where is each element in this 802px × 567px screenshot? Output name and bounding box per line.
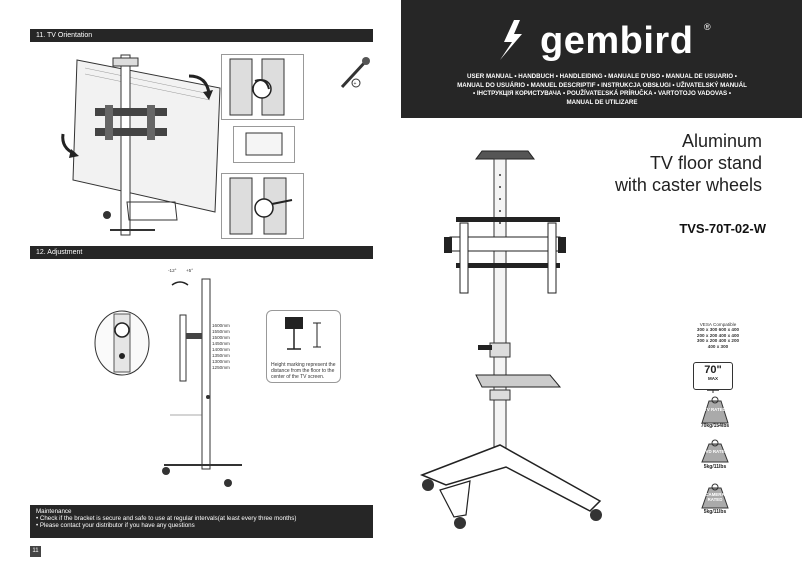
height-mark-3: 1500mm xyxy=(212,335,230,340)
tilt-angle-left: -12° xyxy=(168,268,177,273)
camera-weight-icon xyxy=(701,483,729,509)
manual-languages: USER MANUAL • HANDBUCH • HANDLEIDING • M… xyxy=(418,73,786,107)
product-title-line-2: TV floor stand xyxy=(649,153,762,173)
screen-size-badge: 70" MAX xyxy=(693,362,733,393)
section-12-title: 12. Adjustment xyxy=(36,249,83,256)
page-number: 11 xyxy=(30,546,41,557)
tv-stand-product-image xyxy=(419,150,602,529)
height-mark-5: 1400mm xyxy=(212,347,230,352)
screen-size-value: 70" xyxy=(704,364,722,376)
vesa-row-4: 400 x 300 xyxy=(707,343,729,349)
product-model: TVS-70T-02-W xyxy=(679,221,766,236)
dvd-rated-badge: DVD RATED xyxy=(702,449,728,454)
height-note-box: Height marking represent the distance fr… xyxy=(266,310,341,383)
maintenance-box: Maintenance • Check if the bracket is se… xyxy=(30,505,373,538)
brand-name: gembird xyxy=(540,20,694,62)
maintenance-item-1: • Check if the bracket is secure and saf… xyxy=(36,515,297,523)
detail-bracket-bottom xyxy=(221,173,304,239)
gembird-logo-icon xyxy=(500,20,522,60)
tv-orientation-illustration xyxy=(72,54,221,236)
height-marks: 1600mm 1550mm 1500mm 1450mm 1400mm 1350m… xyxy=(212,323,230,371)
vesa-row-1: 300 x 300 600 x 400 xyxy=(696,327,740,333)
section-11-title: 11. TV Orientation xyxy=(36,32,93,39)
languages-line-1: USER MANUAL • HANDBUCH • HANDLEIDING • M… xyxy=(467,73,737,80)
brand-header xyxy=(401,0,802,118)
screwdriver-icon: + xyxy=(340,57,370,89)
height-mark-7: 1300mm xyxy=(212,359,230,364)
detail-tv-frame xyxy=(233,126,295,163)
dvd-weight-icon xyxy=(701,439,729,463)
section-12-header: 12. Adjustment xyxy=(30,246,373,259)
height-mark-1: 1600mm xyxy=(212,323,230,328)
product-title-line-1: Aluminum xyxy=(681,131,762,151)
product-title: Aluminum TV floor stand with caster whee… xyxy=(542,130,762,196)
vesa-info: VESA Compatible 300 x 300 600 x 400 200 … xyxy=(688,322,748,349)
height-note-diagram xyxy=(285,317,321,350)
height-mark-4: 1450mm xyxy=(212,341,230,346)
height-mark-8: 1250mm xyxy=(212,365,230,370)
camera-capacity: 5kg/11lbs xyxy=(703,509,727,515)
adjustment-detail-zoom xyxy=(94,310,150,376)
rotate-clockwise-arrow-icon xyxy=(188,74,213,100)
vesa-label: VESA Compatible xyxy=(699,322,737,327)
rotate-counterclockwise-arrow-icon xyxy=(61,133,79,158)
languages-line-3: • ІНСТРУКЦІЯ КОРИСТУВАЧА • POUŽÍVATEĽSKÁ… xyxy=(472,90,732,98)
camera-rated-badge: CAMERA RATED xyxy=(705,492,725,502)
tv-screen-icon xyxy=(707,389,719,393)
languages-line-2: MANUAL DO USUÁRIO • MANUEL DESCRIPTIF • … xyxy=(457,81,747,89)
height-note-text: Height marking represent the distance fr… xyxy=(271,362,336,380)
tv-capacity: 70kg/154lbs xyxy=(700,423,730,429)
languages-line-4: MANUAL DE UTILIZARE xyxy=(566,98,638,106)
brand-registered-mark: ® xyxy=(704,22,711,32)
height-mark-2: 1550mm xyxy=(212,329,230,334)
tv-rated-badge: TV RATED xyxy=(704,407,726,412)
section-11-header: 11. TV Orientation xyxy=(30,29,373,42)
dvd-capacity: 5kg/11lbs xyxy=(703,464,727,470)
adjustment-stand-illustration xyxy=(162,278,242,487)
tv-weight-icon xyxy=(701,396,729,424)
maintenance-item-2: • Please contact your distributor if you… xyxy=(36,522,195,530)
vesa-row-3: 300 x 200 400 x 200 xyxy=(696,338,740,344)
svg-text:+: + xyxy=(354,81,357,87)
vesa-row-2: 200 x 200 400 x 400 xyxy=(696,332,740,338)
tilt-angle-right: +5° xyxy=(186,268,194,273)
product-title-line-3: with caster wheels xyxy=(614,175,762,195)
maintenance-title: Maintenance xyxy=(36,508,72,515)
detail-bracket-top xyxy=(221,54,304,120)
screen-size-unit: MAX xyxy=(708,376,718,381)
height-mark-6: 1350mm xyxy=(212,353,230,358)
